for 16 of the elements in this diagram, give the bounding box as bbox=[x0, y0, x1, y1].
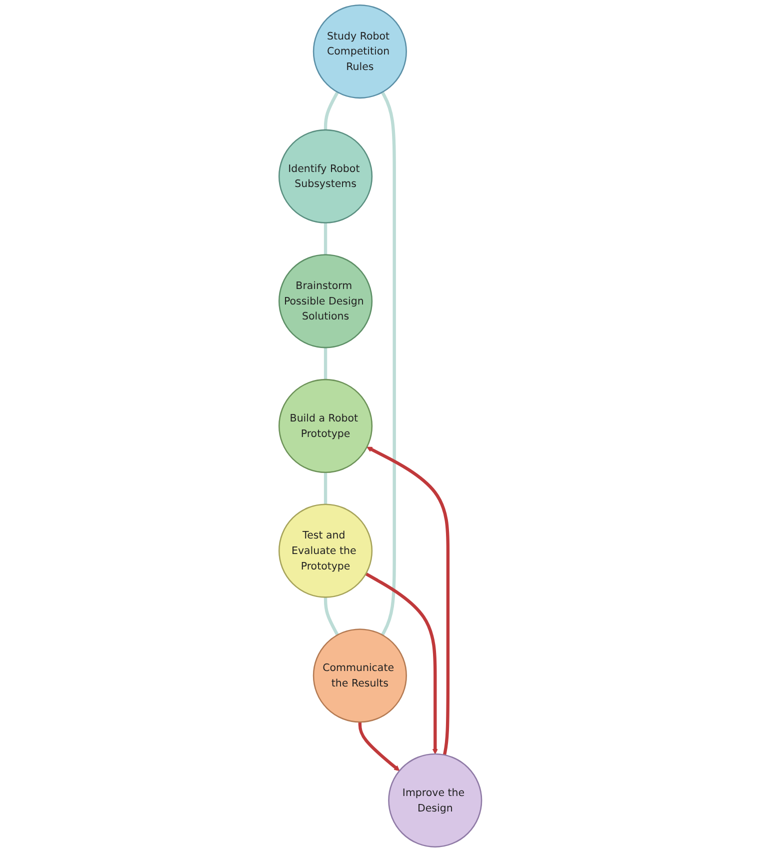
connector bbox=[324, 91, 339, 130]
node-circle: Test and Evaluate the Prototype bbox=[278, 504, 372, 598]
node-circle: Study Robot Competition Rules bbox=[312, 4, 407, 99]
connector bbox=[324, 597, 339, 636]
connector bbox=[380, 91, 396, 636]
node-circle: Improve the Design bbox=[388, 753, 482, 848]
connector bbox=[324, 222, 327, 255]
node-circle: Build a Robot Prototype bbox=[278, 378, 372, 474]
arrow bbox=[364, 572, 438, 754]
connector bbox=[324, 348, 327, 380]
arrow bbox=[358, 722, 400, 772]
connector bbox=[324, 472, 327, 504]
node-circle: Brainstorm Possible Design Solutions bbox=[278, 254, 372, 348]
node-circle: Identify Robot Subsystems bbox=[278, 129, 372, 224]
node-circle: Communicate the Results bbox=[312, 628, 407, 723]
arrow bbox=[366, 446, 450, 756]
